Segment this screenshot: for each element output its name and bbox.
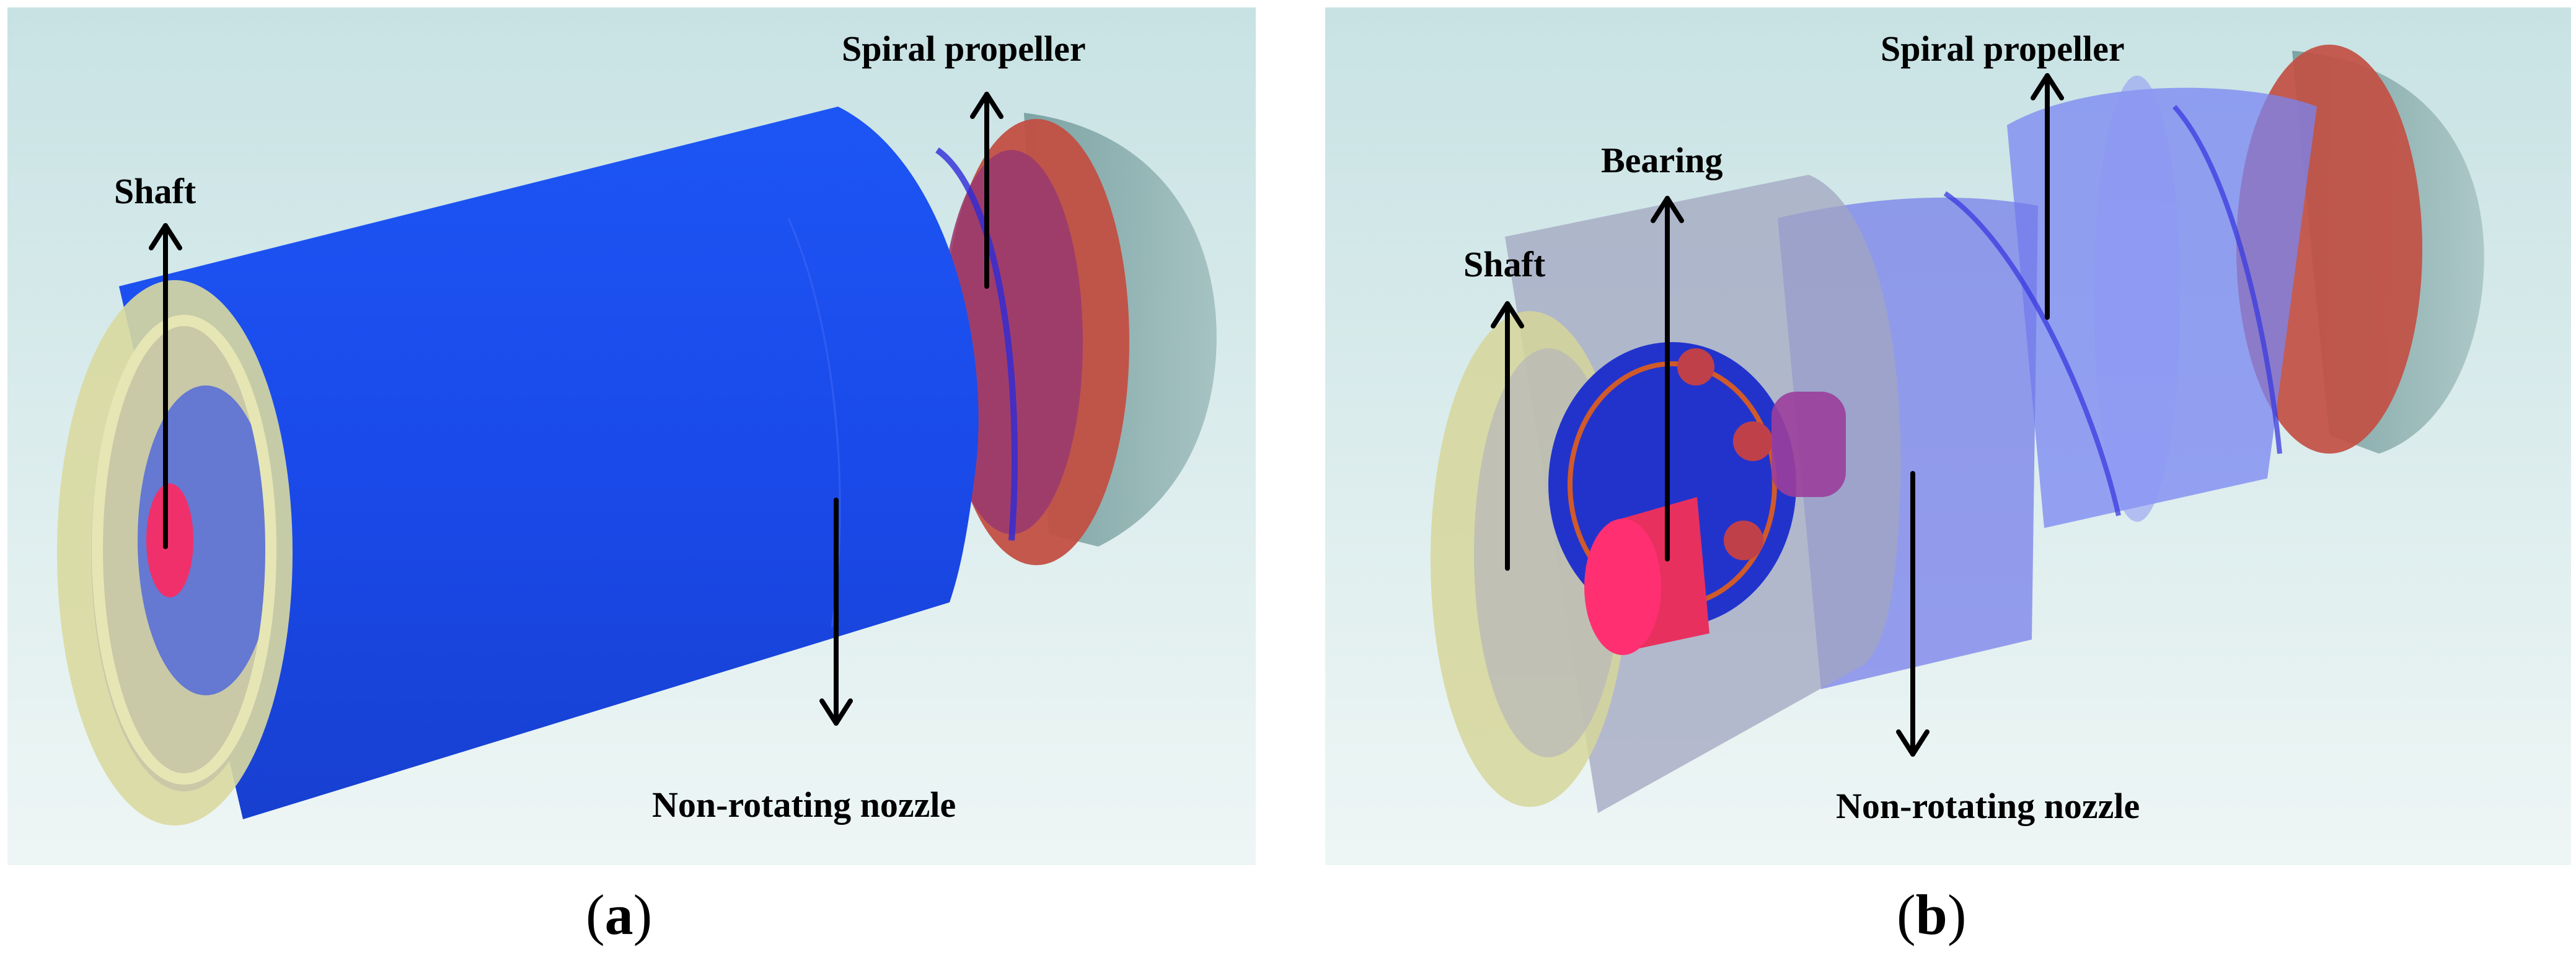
spiral-blade-2: [2172, 105, 2282, 454]
label-non-rotating-nozzle: Non-rotating nozzle: [652, 785, 956, 825]
spiral-blade-1: [1943, 191, 2121, 516]
arrow-nozzle-head: [819, 698, 853, 726]
arrow-spiral-propeller-head: [2031, 73, 2064, 100]
label-spiral-propeller: Spiral propeller: [842, 29, 1086, 69]
bearing-ball-top: [1677, 348, 1714, 385]
panel-b: Shaft Bearing Spiral propeller Non-rotat…: [1325, 7, 2571, 865]
label-shaft: Shaft: [114, 171, 196, 211]
caption-a: (a): [586, 886, 652, 943]
front-cavity: [138, 385, 274, 695]
panel-a-rendering: [7, 7, 1256, 865]
arrow-bearing-head: [1651, 196, 1684, 223]
label-non-rotating-nozzle: Non-rotating nozzle: [1836, 786, 2140, 826]
label-spiral-propeller: Spiral propeller: [1881, 29, 2125, 69]
panel-a: Shaft Spiral propeller Non-rotating nozz…: [7, 7, 1256, 865]
arrow-shaft-head: [149, 223, 182, 250]
spiral-blade: [935, 147, 1018, 541]
bearing-ball-right: [1733, 421, 1773, 461]
non-rotating-nozzle-body: [119, 107, 979, 819]
nozzle-flange: [2094, 76, 2181, 522]
shaft-end: [146, 483, 193, 597]
caption-b-open: (: [1897, 883, 1916, 946]
shaft-end: [1584, 519, 1661, 655]
caption-b-close: ): [1947, 883, 1967, 946]
panel-b-rendering: [1325, 7, 2571, 865]
caption-b-letter: b: [1915, 883, 1947, 946]
caption-a-close: ): [633, 883, 653, 946]
arrow-nozzle-head: [1896, 729, 1930, 757]
caption-a-open: (: [586, 883, 605, 946]
arrow-shaft-head: [1491, 301, 1524, 328]
caption-a-letter: a: [604, 883, 633, 946]
front-ring-rim: [92, 315, 276, 785]
label-shaft: Shaft: [1463, 244, 1546, 284]
arrow-spiral-propeller-head: [970, 92, 1003, 119]
label-bearing: Bearing: [1601, 140, 1723, 180]
bearing-ball-bottom: [1724, 521, 1763, 560]
shaft-rear: [1771, 392, 1846, 497]
caption-b: (b): [1897, 886, 1966, 943]
